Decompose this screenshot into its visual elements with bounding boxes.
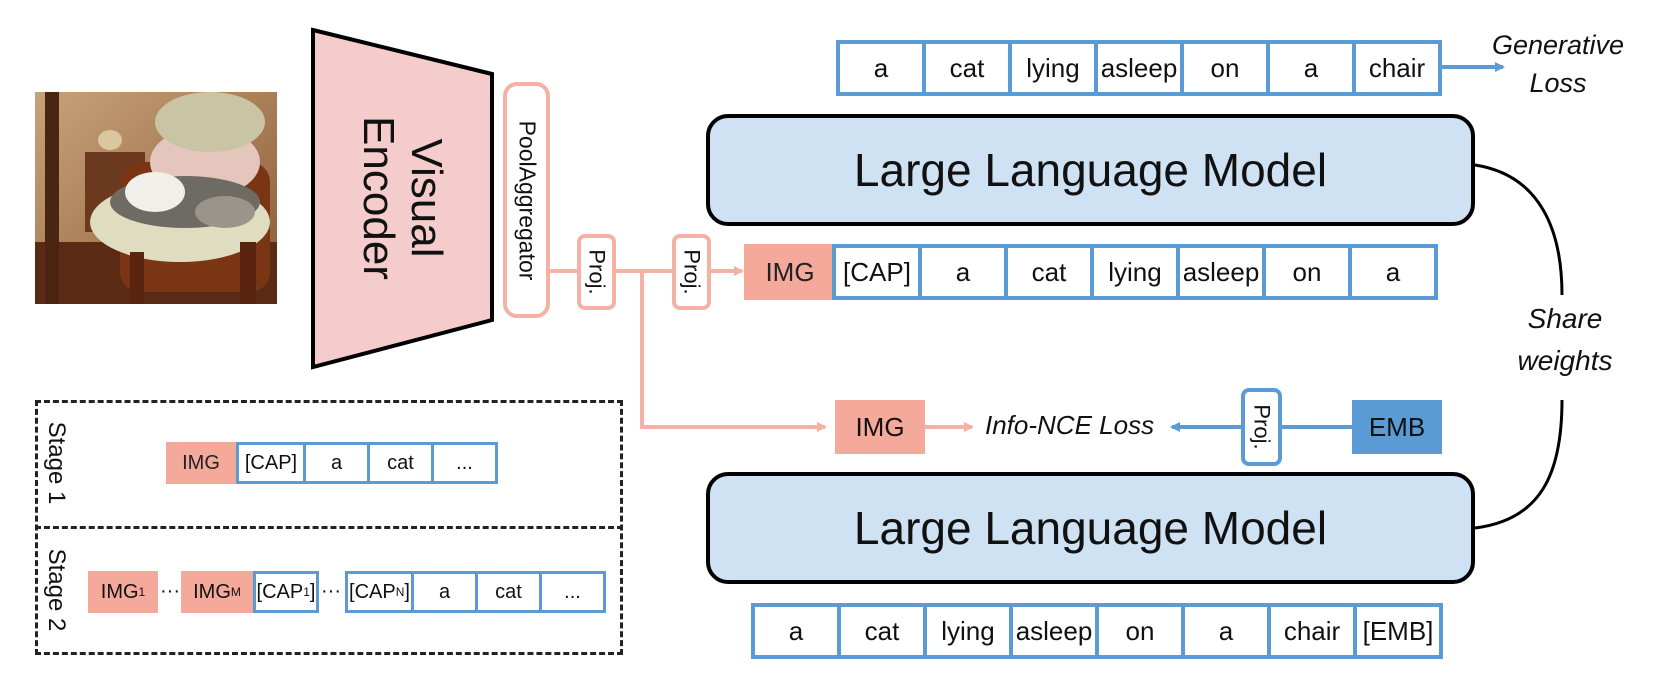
- stage1-image-token: IMG: [166, 442, 236, 484]
- llm-bottom: Large Language Model: [706, 472, 1475, 584]
- stage2-capn-label: [CAP: [349, 580, 396, 603]
- stage2-capn-end: ]: [404, 580, 410, 603]
- stage2-label: Stage 2: [43, 548, 70, 632]
- bottom-token: on: [1095, 603, 1185, 659]
- proj-label-emb: Proj.: [1249, 404, 1275, 450]
- stage1-label: Stage 1: [43, 421, 70, 505]
- stage2-capn-sub: N: [395, 585, 405, 599]
- llm-top-label: Large Language Model: [853, 144, 1328, 196]
- visual-encoder-shape: [311, 27, 494, 370]
- bottom-token: cat: [837, 603, 927, 659]
- generative-loss-label: Generative Loss: [1478, 26, 1638, 102]
- mid-token: a: [1348, 244, 1438, 300]
- top-token: asleep: [1094, 40, 1184, 96]
- bottom-token: asleep: [1009, 603, 1099, 659]
- image-token: IMG: [744, 244, 836, 300]
- contrastive-image-token: IMG: [835, 400, 925, 454]
- stage2-cap1-end: ]: [309, 580, 316, 603]
- top-token: a: [1266, 40, 1356, 96]
- proj-box-2: Proj.: [672, 234, 711, 310]
- proj-box-1: Proj.: [577, 234, 616, 310]
- bottom-token: chair: [1267, 603, 1357, 659]
- mid-token: lying: [1090, 244, 1180, 300]
- stage-divider: [35, 526, 623, 529]
- top-token: lying: [1008, 40, 1098, 96]
- mid-token: on: [1262, 244, 1352, 300]
- share-weights-curve-top: [1474, 163, 1564, 296]
- top-token: chair: [1352, 40, 1442, 96]
- share-weights-label: Share weights: [1490, 298, 1640, 382]
- bottom-token: a: [1181, 603, 1271, 659]
- stage2-cap1-label: [CAP: [256, 580, 304, 603]
- stage1-token: [CAP]: [236, 442, 306, 484]
- top-token: a: [836, 40, 926, 96]
- mid-token: [CAP]: [832, 244, 922, 300]
- mid-token-row: IMG [CAP] a cat lying asleep on a: [744, 244, 1438, 300]
- encoder-line1: Visual: [402, 138, 451, 258]
- generative-loss-line2: Loss: [1529, 68, 1587, 98]
- contrastive-image-label: IMG: [855, 411, 905, 442]
- bottom-token: lying: [923, 603, 1013, 659]
- top-token-row: a cat lying asleep on a chair: [836, 40, 1442, 96]
- stage2-cap1-sub: 1: [303, 585, 310, 599]
- bottom-token: [EMB]: [1353, 603, 1443, 659]
- stage2-token: cat: [475, 571, 542, 613]
- proj-label-2: Proj.: [679, 249, 705, 295]
- input-image: [35, 92, 277, 304]
- mid-token: a: [918, 244, 1008, 300]
- stage2-image-m-label: IMG: [193, 580, 231, 603]
- pool-aggregator-box: PoolAggregator: [503, 82, 550, 318]
- llm-top: Large Language Model: [706, 114, 1475, 226]
- proj-label-1: Proj.: [584, 249, 610, 295]
- share-weights-line2: weights: [1517, 345, 1613, 376]
- emb-token: EMB: [1352, 400, 1442, 454]
- emb-token-label: EMB: [1368, 411, 1426, 442]
- pool-aggregator-label: PoolAggregator: [514, 120, 540, 280]
- stage2-ellipsis-1: ···: [160, 580, 180, 602]
- encoder-line2: Encoder: [354, 116, 403, 280]
- stage2-image-m-sub: M: [230, 585, 241, 599]
- bottom-token-row: a cat lying asleep on a chair [EMB]: [751, 603, 1443, 659]
- stage2-token: ...: [539, 571, 606, 613]
- stage2-image-1-label: IMG: [100, 580, 139, 603]
- stage2-ellipsis-2: ···: [321, 580, 341, 602]
- share-weights-curve-bottom: [1474, 399, 1564, 530]
- mid-token: cat: [1004, 244, 1094, 300]
- stage2-image-1-sub: 1: [138, 585, 146, 599]
- bottom-token: a: [751, 603, 841, 659]
- proj-box-emb: Proj.: [1241, 388, 1282, 466]
- stage1-token-row: IMG [CAP] a cat ...: [166, 442, 498, 484]
- top-token: cat: [922, 40, 1012, 96]
- branch-to-contrastive-arrow: [640, 271, 827, 432]
- share-weights-line1: Share: [1527, 303, 1603, 334]
- mid-token: asleep: [1176, 244, 1266, 300]
- info-nce-loss-label: Info-NCE Loss: [985, 410, 1155, 440]
- stage1-token: ...: [431, 442, 498, 484]
- stage1-token: a: [303, 442, 370, 484]
- top-token: on: [1180, 40, 1270, 96]
- stage1-token: cat: [367, 442, 434, 484]
- llm-bottom-label: Large Language Model: [853, 502, 1328, 554]
- stage2-token: a: [411, 571, 478, 613]
- cat-photo-icon: [35, 92, 277, 304]
- generative-loss-line1: Generative: [1491, 30, 1625, 60]
